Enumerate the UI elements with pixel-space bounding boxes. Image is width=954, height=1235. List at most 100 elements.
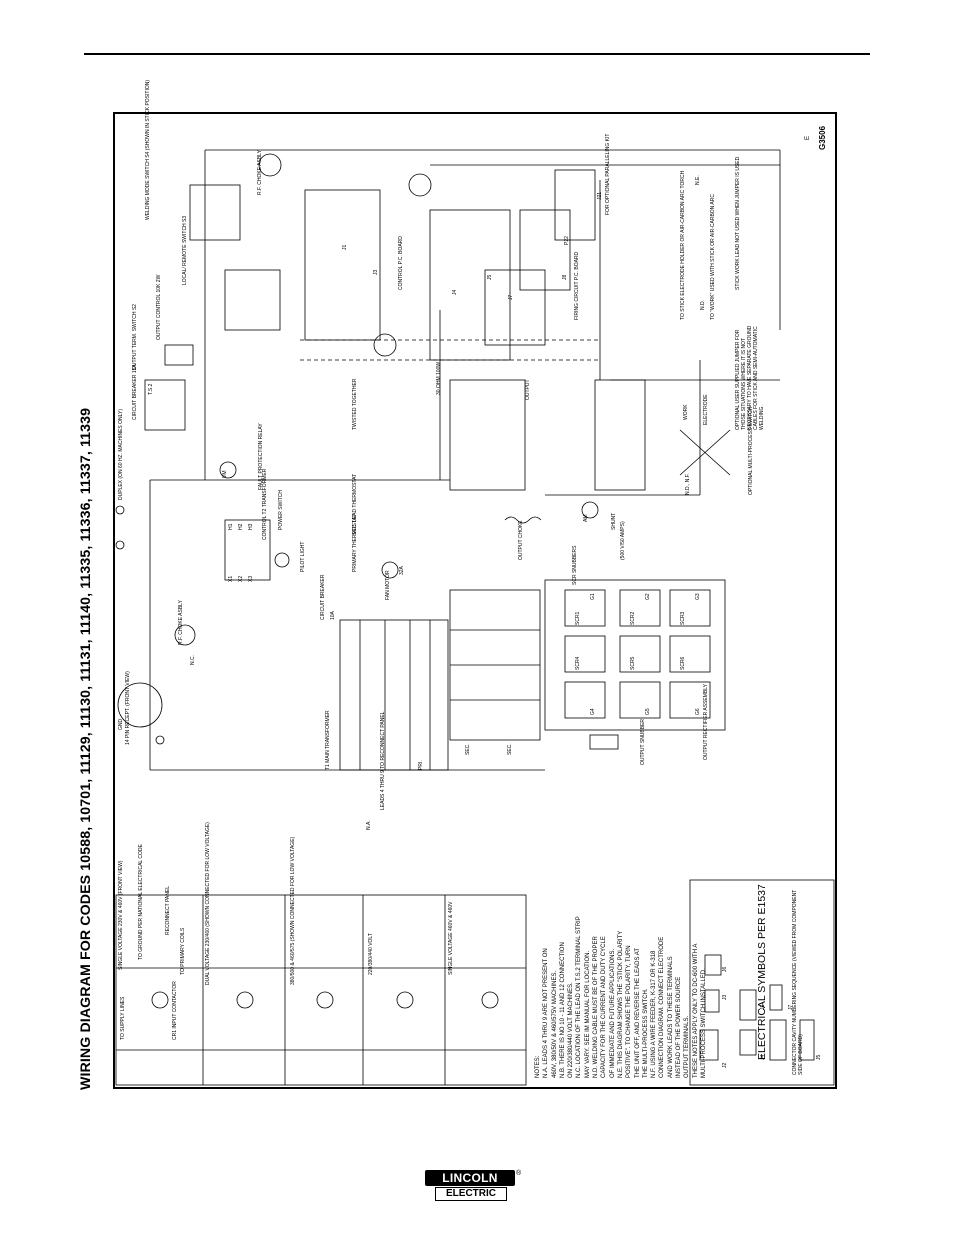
component-label: J1 [342,244,348,250]
component-label: SHUNT [611,512,617,530]
component-label: DUPLEX (ON 60 HZ. MACHINES ONLY) [118,408,124,500]
firing-pc-board [484,269,546,346]
scr-label: G3 [695,593,701,600]
component-label: OUTPUT CHOKE [518,520,524,560]
side-panel-label: SINGLE VOLTAGE 230V & 460V (FRONT VIEW) [118,860,124,970]
motor-symbol-1 [151,991,169,1009]
rf-choke-1 [174,624,196,646]
scr-label: SCR6 [680,656,686,670]
header-rule [84,53,870,55]
local-remote-switch [224,269,281,331]
note-line: 460V, 380/50V & 460/575V MACHINES. [551,970,558,1078]
note-line: THE UNIT OFF, AND REVERSE THE LEADS AT [634,947,641,1078]
scr-label: SCR1 [575,611,581,625]
scr-label: G6 [695,708,701,715]
component-label: J4 [452,289,458,295]
component-label: GND [118,718,124,730]
note-line: N.E. THIS DIAGRAM SHOWS THE "STICK POLAR… [617,930,624,1078]
diagram-frame [113,112,837,1089]
scr-label: G5 [645,708,651,715]
control-pc-board [304,189,381,341]
component-label: FAULT PROTECTION RELAY [258,423,264,490]
component-label: POWER SWITCH [278,490,284,530]
motor-symbol-5 [481,991,499,1009]
scr-label: SCR5 [630,656,636,670]
connector-note: CONNECTOR CAVITY NUMBERING SEQUENCE (VIE… [792,889,804,1075]
component-label: J8 [562,274,568,280]
scr-label: SCR2 [630,611,636,625]
note-line: AND WORK LEADS TO THESE TERMINALS [667,956,674,1078]
connector-label: J3 [722,994,728,1000]
scr-label: G4 [590,708,596,715]
note-line: N.D. WELDING CABLE MUST BE OF THE PROPER [593,936,600,1078]
component-label: FOR OPTIONAL PARALLELING KIT [605,133,611,215]
component-label: VM [222,470,228,479]
scr-label: G1 [590,593,596,600]
note-line: THESE NOTES APPLY ONLY TO DC-600 WITH A [692,943,699,1078]
scr-label: SCR4 [575,656,581,670]
connector-panel [689,879,835,1086]
component-label: T1 MAIN TRANSFORMER [325,710,331,770]
side-panel-label: TO PRIMARY COILS [180,927,186,975]
component-label: T.S.2 [148,383,154,395]
side-panel-label: TO GROUND PER NATIONAL ELECTRICAL CODE [138,844,144,960]
pilot-light [274,552,290,568]
notes-heading: NOTES: [535,1055,541,1078]
connector-label: J4 [760,1054,766,1060]
component-label: SCR SNUBBERS [572,545,578,585]
side-panel-label: CR1 INPUT CONTACTOR [172,981,178,1040]
component-label: OUTPUT SNUBBER [640,718,646,765]
motor-symbol-4 [396,991,414,1009]
component-label: TO STICK ELECTRODE HOLDER OR AIR-CARBON … [680,170,686,320]
component-label: R.F. CHOKE ASBLY [178,600,184,645]
component-label: X3 [248,575,254,582]
circuit-breaker-15a [144,379,186,431]
note-line: N.B. THERE IS NO 10 - 11 AND 12 CONNECTI… [559,942,566,1078]
logo-lincoln: LINCOLN [425,1170,515,1186]
side-panel-label: RECONNECT PANEL [165,886,171,935]
14-pin-receptacle [117,682,163,728]
note-line: POSITIVE". TO CHANGE THE POLARITY, TURN [626,945,633,1078]
component-label: N.D. [700,300,706,310]
component-label: OUTPUT [525,379,531,400]
paralleling-kit [554,169,596,241]
note-line: N.C. LOCATION OF THE LEAD ON T.S.2 TERMI… [576,916,583,1078]
component-label: CIRCUIT BREAKER 15A [132,364,138,420]
logo-electric: ELECTRIC [435,1187,507,1201]
component-label: TWISTED TOGETHER [352,378,358,430]
am-meter [581,501,599,519]
note-line: N.F. USING A WIRE FEEDER, K-317 OR K-318 [651,950,658,1078]
lincoln-electric-logo: LINCOLN ELECTRIC ® [425,1170,526,1206]
electrical-symbols-note: ELECTRICAL SYMBOLS PER E1537 [756,884,768,1060]
component-label: J3 [373,269,379,275]
component-label: CONTROL P.C. BOARD [398,236,404,290]
motor-symbol-2 [236,991,254,1009]
component-label: N.E. [695,175,701,185]
note-line: ON 220/380/440 VOLT MACHINES. [568,982,575,1078]
scr-label: SCR3 [680,611,686,625]
connector-label: J5 [816,1054,822,1060]
scr-rectifier [544,579,726,731]
component-label: STICK WORK LEAD NOT USED WHEN JUMPER IS … [735,155,741,290]
component-label: OUTPUT RECTIFIER ASSEMBLY [703,684,709,760]
firing-pc-board-left [429,209,511,361]
component-label: LEADS 4 THRU 9 TO RECONNECT PANEL [380,711,386,810]
component-label: SEC. LEAD THERMOSTAT [352,473,358,535]
component-label: WELDING MODE SWITCH S4 (SHOWN IN STICK P… [145,79,151,220]
logo-registered-mark: ® [516,1170,522,1177]
supply-connection-panel [115,894,527,1086]
diagram-title: WIRING DIAGRAM FOR CODES 10588, 10701, 1… [78,407,94,1090]
connector-label: J2 [722,1062,728,1068]
component-label: FIRING CIRCUIT P.C. BOARD [574,251,580,320]
connector-label: J1 [760,1004,766,1010]
side-panel-label: TO SUPPLY LINES [120,996,126,1040]
note-line: INSTEAD OF THE POWER SOURCE [676,976,683,1078]
note-line: MAY VARY. SEE IM MANUAL FOR LOCATION. [584,950,591,1078]
component-label: 14 PIN RECEPT. (FRONT VIEW) [125,671,131,745]
connector-label: J6 [722,966,728,972]
side-panel-label: SINGLE VOLTAGE 460V & 460V [448,901,454,975]
component-label: CIRCUIT BREAKER [320,574,326,620]
component-label: WORK [683,404,689,420]
component-label: SEC. [465,743,471,755]
